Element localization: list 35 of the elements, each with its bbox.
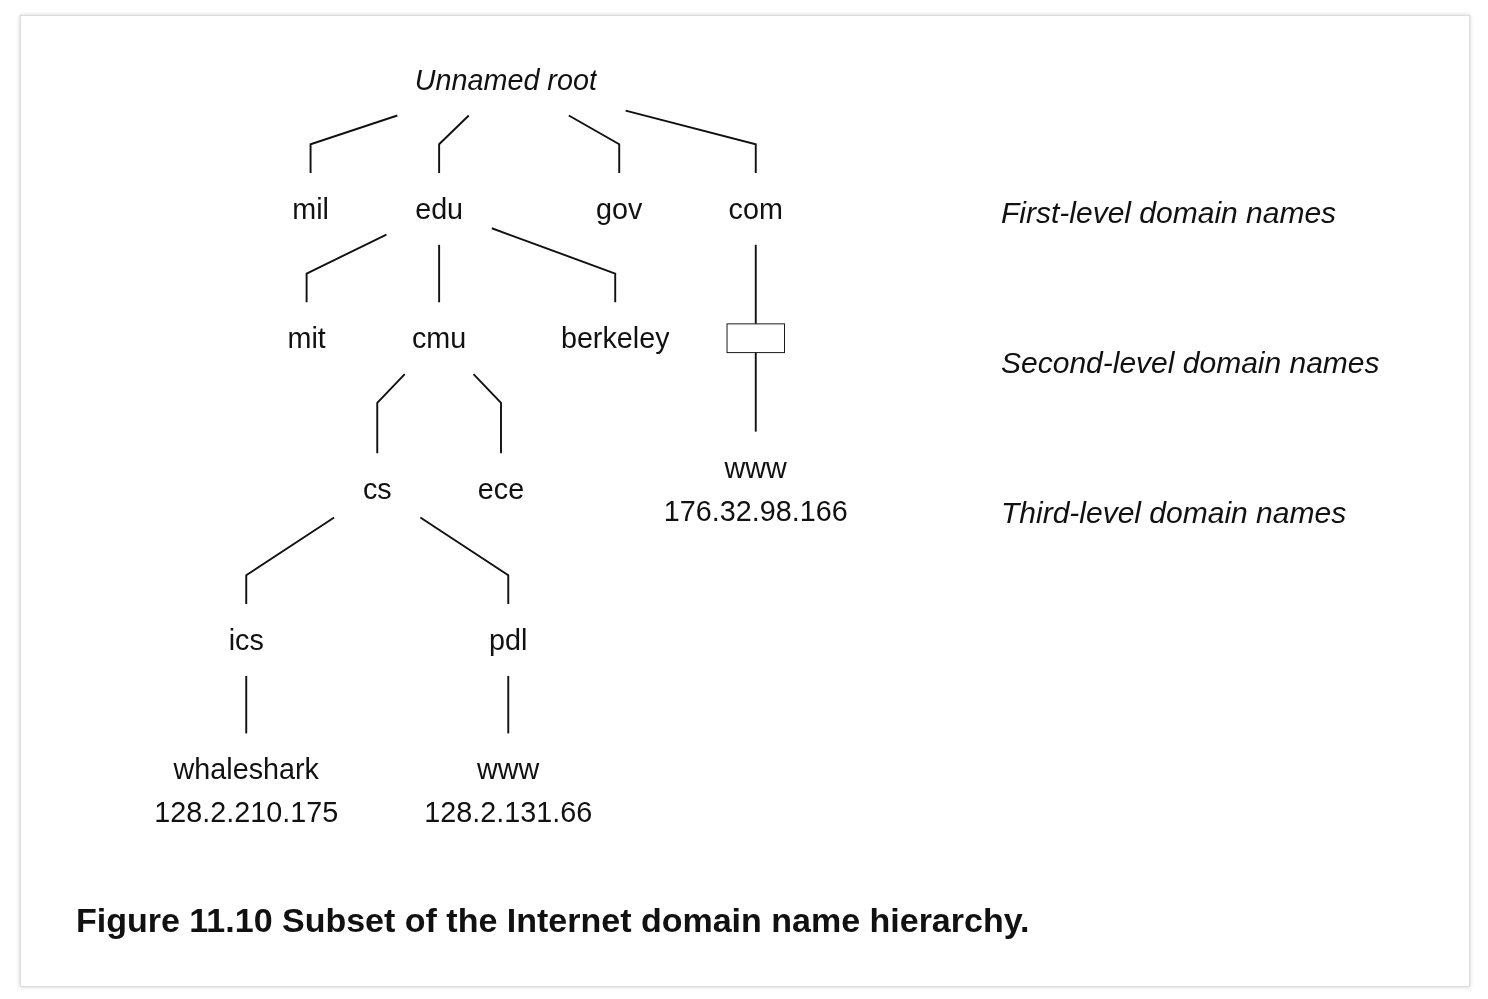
figure-caption: Figure 11.10 Subset of the Internet domain name hierarchy. (76, 901, 1030, 940)
connector (507, 674, 510, 735)
level-label: Second-level domain names (1001, 346, 1380, 380)
connector (754, 351, 757, 433)
node-text: mil (292, 193, 329, 225)
node-text: ece (477, 473, 525, 505)
node-text: whaleshark 128.2.210.175 (154, 753, 339, 829)
level-label: Third-level domain names (1001, 496, 1347, 530)
node-text: ics (228, 624, 264, 656)
connector (305, 233, 388, 304)
connector (419, 516, 510, 605)
node-text: cs (362, 473, 392, 505)
connector (754, 243, 757, 325)
connector (245, 674, 248, 735)
node-text: edu (415, 193, 464, 225)
node-text: www 176.32.98.166 (663, 451, 848, 527)
connector (438, 114, 470, 174)
connector (567, 114, 621, 174)
node-text: gov (596, 193, 643, 225)
node-text: berkeley (560, 322, 670, 355)
node-text: Unnamed root (414, 63, 597, 96)
connector (624, 109, 757, 174)
node-box (726, 323, 785, 354)
connector (490, 227, 617, 304)
node-text: cmu (411, 322, 467, 355)
level-label: First-level domain names (1001, 196, 1337, 230)
node-text: pdl (489, 624, 528, 656)
connector (309, 114, 399, 174)
connector (438, 243, 441, 304)
node-text: www 128.2.131.66 (424, 753, 593, 829)
node-text: mit (287, 322, 326, 355)
connector (376, 373, 406, 455)
connector (472, 373, 502, 455)
node-text: com (728, 193, 783, 225)
connector (245, 516, 336, 605)
